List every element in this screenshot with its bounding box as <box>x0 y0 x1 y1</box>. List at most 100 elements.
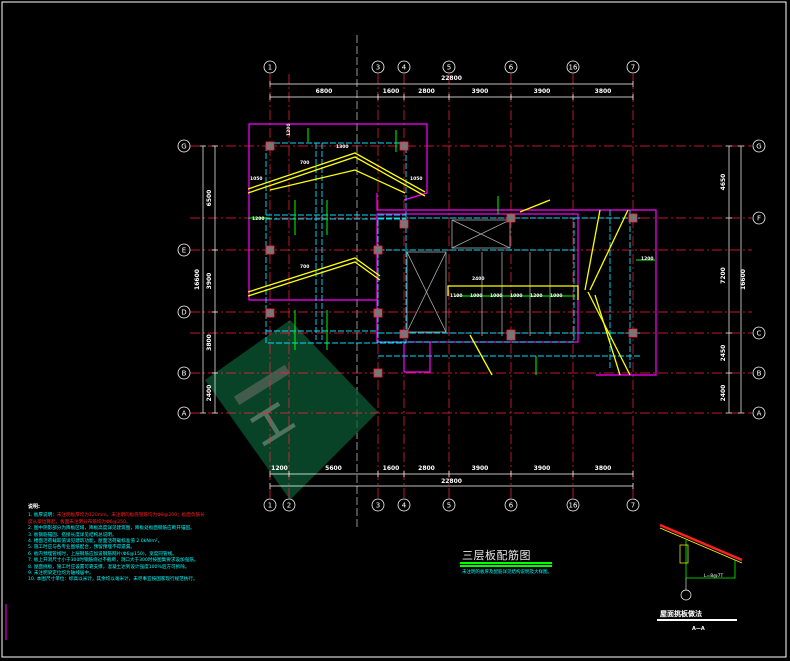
axis-bubble-bottom-6-label: 6 <box>509 502 514 510</box>
axis-bubble-right-C-label: C <box>757 330 762 338</box>
axis-bubble-right-G-label: G <box>756 143 761 151</box>
axis-bubble-bottom-4 <box>397 498 411 512</box>
axis-bubble-right-A <box>752 406 766 420</box>
svg-text:1000: 1000 <box>490 293 503 299</box>
dim-right-total-label: 16600 <box>740 269 747 290</box>
svg-text:1200: 1200 <box>286 123 292 136</box>
note-item: 6. 板内预埋管线时，上层钢筋应加设钢筋网片(Φ6@150)，宽度同管线。 <box>28 551 177 557</box>
axis-bubble-bottom-16-label: 16 <box>569 502 578 510</box>
rebar-marks <box>248 128 655 375</box>
dim-top-label: 3900 <box>534 88 551 95</box>
detail-section-label: A—A <box>692 626 705 632</box>
watermark-logo: 工 <box>205 320 378 500</box>
axis-bubble-top-16 <box>566 60 580 74</box>
axis-bubble-top-6-label: 6 <box>509 64 514 72</box>
svg-text:1300: 1300 <box>336 144 349 150</box>
dim-left-label: 3800 <box>206 334 213 351</box>
dim-bottom-label: 1600 <box>383 465 400 472</box>
title-underline <box>460 562 552 564</box>
note-highlight: 未注明板厚均为120mm，未注明的板底钢筋均为Φ8@200；板面负筋长度从梁边算… <box>28 513 205 525</box>
axis-bubble-bottom-3 <box>371 498 385 512</box>
axis-bubble-right-A-label: A <box>757 410 762 418</box>
note-item: 4. 楼面活荷载取值详见建筑功能，屋面活荷载标准值 2.0kN/m²。 <box>28 539 163 545</box>
axis-bubble-top-7 <box>626 60 640 74</box>
dim-bottom-label: 3800 <box>595 465 612 472</box>
dim-bottom-label: 3900 <box>472 465 489 472</box>
axis-bubble-bottom-3-label: 3 <box>376 502 380 510</box>
svg-text:1050: 1050 <box>410 176 423 182</box>
axis-bubble-top-6 <box>504 60 518 74</box>
dim-right-label: 2450 <box>720 345 727 362</box>
axis-bubble-top-1-label: 1 <box>268 64 272 72</box>
detail-title: 屋面挑板做法 <box>660 610 702 618</box>
note-item: 9. 未注明梁定位均为轴线居中。 <box>28 571 94 577</box>
axis-bubble-bottom-4-label: 4 <box>402 502 407 510</box>
dim-bottom-label: 1200 <box>271 465 288 472</box>
dim-top-label: 2800 <box>418 88 435 95</box>
svg-text:700: 700 <box>300 160 309 166</box>
svg-text:2400: 2400 <box>472 276 485 282</box>
axis-bubble-bottom-16 <box>566 498 580 512</box>
dim-left-total-label: 16600 <box>194 269 201 290</box>
design-notes: 说明: 1. 板厚说明：未注明板厚均为120mm，未注明的板底钢筋均为Φ8@20… <box>28 504 208 584</box>
note-item: 1. 板厚说明：未注明板厚均为120mm，未注明的板底钢筋均为Φ8@200；板面… <box>28 513 205 525</box>
dim-top-label: 6800 <box>316 88 333 95</box>
slab-outline <box>248 123 657 376</box>
beam-lines <box>265 142 640 370</box>
detail-title-underline <box>657 619 737 621</box>
axis-bubble-top-16-label: 16 <box>569 64 578 72</box>
svg-text:1000: 1000 <box>510 293 523 299</box>
dim-top-label: 1600 <box>383 88 400 95</box>
dim-right-label: 2400 <box>720 385 727 402</box>
dim-left-label: 3900 <box>206 273 213 290</box>
axis-bubble-left-B <box>177 366 191 380</box>
axis-bubble-top-1 <box>263 60 277 74</box>
dim-left-label: 2400 <box>206 385 213 402</box>
axis-bubble-right-C <box>752 326 766 340</box>
svg-text:1200: 1200 <box>530 293 543 299</box>
note-item: 5. 施工时应与各专业图纸配合，预留预埋不得遗漏。 <box>28 545 135 551</box>
axis-bubble-bottom-2 <box>282 498 296 512</box>
note-item: 8. 屋面挑板，施工时应设置可靠支撑，混凝土达到设计强度100%后方可拆除。 <box>28 564 190 570</box>
drawing-subtitle: 未注明的板厚及配筋详见结构说明及大样图。 <box>462 570 552 575</box>
svg-text:1000: 1000 <box>550 293 563 299</box>
dim-right-label: 7200 <box>720 267 727 284</box>
axis-bubble-left-D <box>177 305 191 319</box>
axis-bubble-left-D-label: D <box>181 309 186 317</box>
axis-bubble-bottom-5-label: 5 <box>447 502 451 510</box>
axis-bubble-right-F <box>752 211 766 225</box>
axis-bubble-top-3-label: 3 <box>376 64 380 72</box>
axis-bubble-left-E-label: E <box>182 247 186 255</box>
notes-heading: 说明: <box>28 504 40 510</box>
drawing-title: 三层板配筋图 <box>462 549 531 562</box>
axis-bubble-right-F-label: F <box>757 215 761 223</box>
dim-bottom-label: 5600 <box>325 465 342 472</box>
svg-text:1100: 1100 <box>450 293 463 299</box>
column-blocks <box>265 141 638 378</box>
axis-bubble-top-5 <box>442 60 456 74</box>
axis-bubble-right-B <box>752 366 766 380</box>
dim-left-label: 6500 <box>206 190 213 207</box>
detail-length-label: L=8@7T <box>704 573 724 579</box>
axis-bubble-bottom-5 <box>442 498 456 512</box>
axis-bubble-top-7-label: 7 <box>631 64 635 72</box>
dim-bottom-total-label: 22800 <box>441 478 462 485</box>
axis-bubble-left-A-label: A <box>182 410 187 418</box>
axis-bubble-bottom-6 <box>504 498 518 512</box>
axis-bubble-bottom-2-label: 2 <box>287 502 291 510</box>
svg-text:1000: 1000 <box>470 293 483 299</box>
axis-bubble-bottom-1-label: 1 <box>268 502 272 510</box>
svg-text:1200: 1200 <box>641 256 654 262</box>
axis-bubble-right-B-label: B <box>757 370 762 378</box>
dim-bottom-label: 3900 <box>534 465 551 472</box>
note-item: 3. 板钢筋锚固、搭接长度详见结构总说明。 <box>28 532 117 538</box>
axis-bubble-top-3 <box>371 60 385 74</box>
svg-text:1050: 1050 <box>250 176 263 182</box>
note-item: 10. 本图尺寸单位：标高以米计，其余均以毫米计，未尽事宜按国家现行规范执行。 <box>28 577 198 583</box>
axis-bubble-bottom-1 <box>263 498 277 512</box>
axis-bubble-bottom-7 <box>626 498 640 512</box>
axis-bubble-left-E <box>177 243 191 257</box>
